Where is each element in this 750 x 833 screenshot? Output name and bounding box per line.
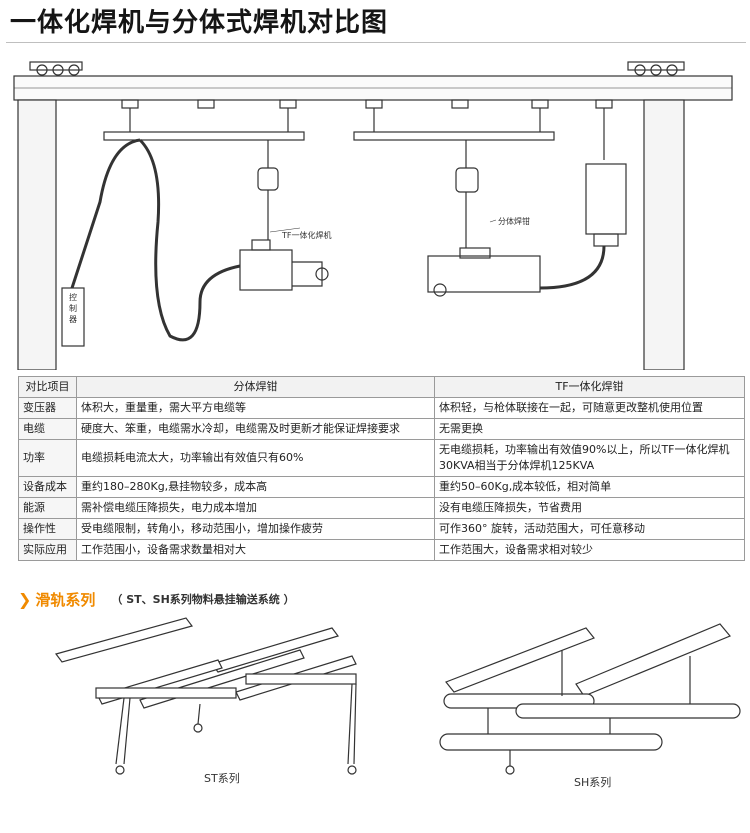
welder-comparison-diagram	[13, 61, 733, 370]
table-row: 变压器 体积大，重量重，需大平方电缆等 体积轻，与枪体联接在一起，可随意更改整机…	[18, 397, 745, 419]
row-item: 实际应用	[18, 539, 77, 561]
header-split: 分体焊钳	[76, 376, 435, 398]
row-item: 变压器	[18, 397, 77, 419]
row-split: 硬度大、笨重，电缆需水冷却，电缆需及时更新才能保证焊接要求	[76, 418, 435, 440]
table-row: 操作性 受电缆限制，转角小，移动范围小，增加操作疲劳 可作360° 旋转，活动范…	[18, 518, 745, 540]
row-integrated: 没有电缆压降损失，节省费用	[434, 497, 745, 519]
row-item: 电缆	[18, 418, 77, 440]
caption-sh-series: SH系列	[574, 776, 612, 789]
label-control-box: 控制器	[69, 293, 77, 324]
row-split: 受电缆限制，转角小，移动范围小，增加操作疲劳	[76, 518, 435, 540]
row-integrated: 可作360° 旋转，活动范围大，可任意移动	[434, 518, 745, 540]
row-item: 操作性	[18, 518, 77, 540]
section-heading: ❯ 滑轨系列 （ ST、SH系列物料悬挂输送系统 ）	[18, 588, 295, 610]
row-split: 重约180–280Kg,悬挂物较多，成本高	[76, 476, 435, 498]
row-item: 设备成本	[18, 476, 77, 498]
row-split: 电缆损耗电流太大，功率输出有效值只有60%	[76, 439, 435, 477]
row-item: 能源	[18, 497, 77, 519]
row-integrated: 无需更换	[434, 418, 745, 440]
row-item: 功率	[18, 439, 77, 477]
table-row: 设备成本 重约180–280Kg,悬挂物较多，成本高 重约50–60Kg,成本较…	[18, 476, 745, 498]
row-split: 需补偿电缆压降损失，电力成本增加	[76, 497, 435, 519]
row-integrated: 重约50–60Kg,成本较低，相对简单	[434, 476, 745, 498]
header-integrated: TF一体化焊钳	[434, 376, 745, 398]
table-row: 电缆 硬度大、笨重，电缆需水冷却，电缆需及时更新才能保证焊接要求 无需更换	[18, 418, 745, 440]
section-title: 滑轨系列	[35, 590, 96, 609]
comparison-table: 对比项目 分体焊钳 TF一体化焊钳 变压器 体积大，重量重，需大平方电缆等 体积…	[18, 376, 745, 561]
rail-systems-diagram	[54, 617, 741, 775]
label-split-gun: 分体焊钳	[498, 217, 530, 226]
header-item: 对比项目	[18, 376, 77, 398]
row-split: 体积大，重量重，需大平方电缆等	[76, 397, 435, 419]
page-title: 一体化焊机与分体式焊机对比图	[10, 8, 389, 38]
chevron-right-icon: ❯	[18, 589, 32, 609]
table-row: 功率 电缆损耗电流太大，功率输出有效值只有60% 无电缆损耗，功率输出有效值90…	[18, 439, 745, 477]
row-integrated: 体积轻，与枪体联接在一起，可随意更改整机使用位置	[434, 397, 745, 419]
table-header-row: 对比项目 分体焊钳 TF一体化焊钳	[18, 376, 745, 398]
caption-st-series: ST系列	[204, 772, 240, 785]
table-row: 能源 需补偿电缆压降损失，电力成本增加 没有电缆压降损失，节省费用	[18, 497, 745, 519]
row-integrated: 无电缆损耗，功率输出有效值90%以上，所以TF一体化焊机30KVA相当于分体焊机…	[434, 439, 745, 477]
row-split: 工作范围小，设备需求数量相对大	[76, 539, 435, 561]
label-tf-integrated: TF一体化焊机	[282, 231, 332, 240]
title-divider	[6, 42, 746, 43]
row-integrated: 工作范围大，设备需求相对较少	[434, 539, 745, 561]
section-subtitle: （ ST、SH系列物料悬挂输送系统 ）	[111, 593, 295, 606]
table-row: 实际应用 工作范围小，设备需求数量相对大 工作范围大，设备需求相对较少	[18, 539, 745, 561]
